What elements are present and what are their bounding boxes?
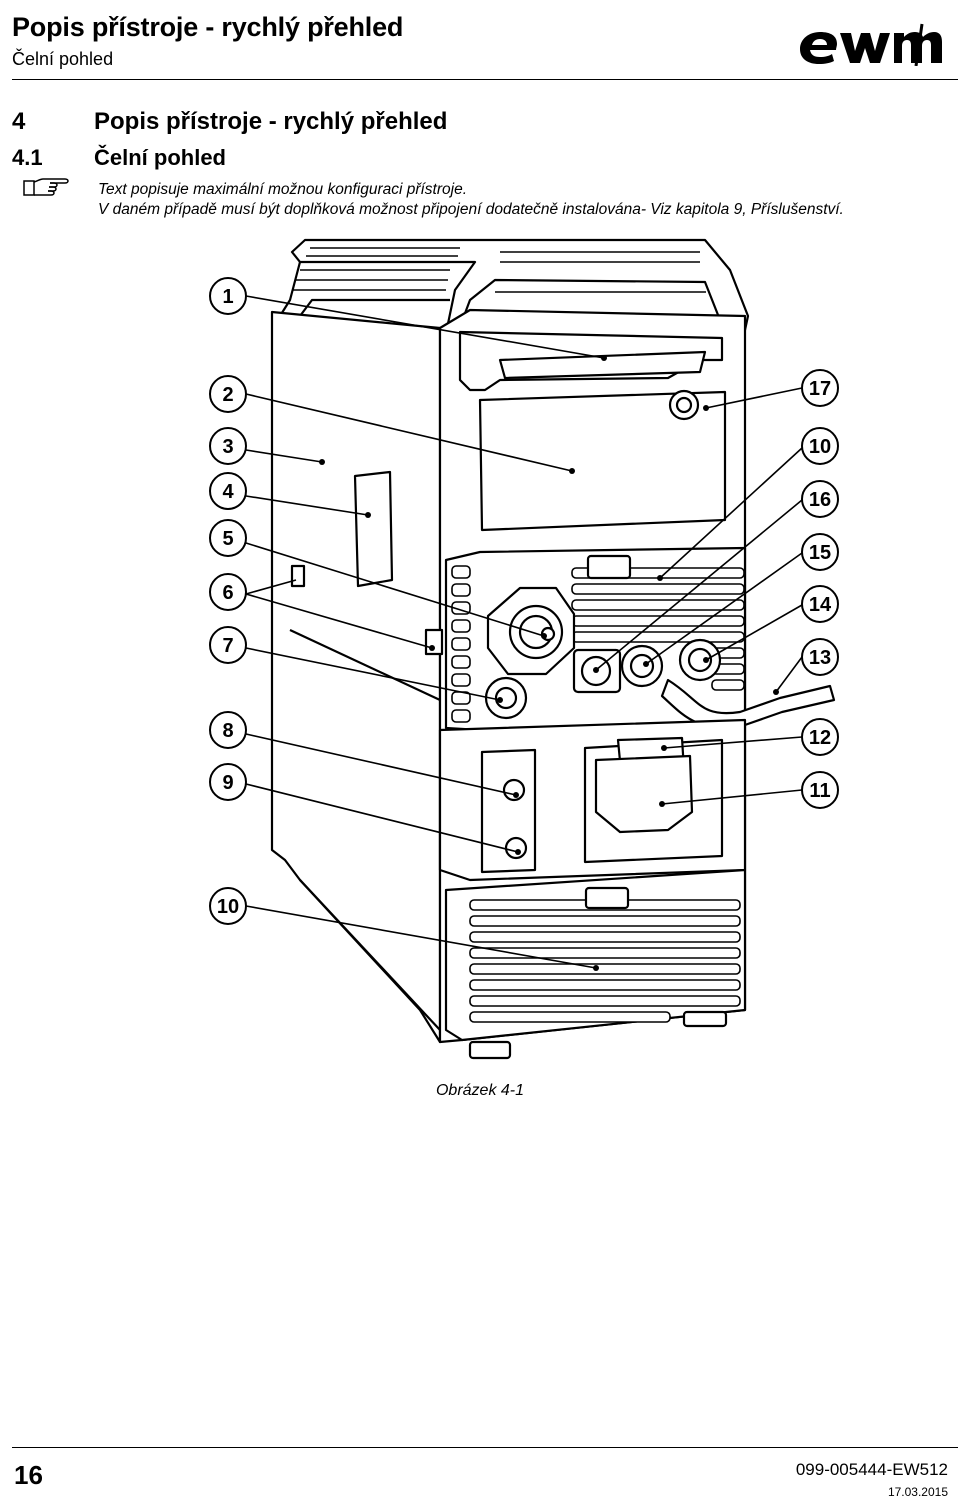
callout-label: 4 [222, 481, 234, 503]
callout-label: 16 [809, 489, 831, 511]
callout-label: 10 [217, 896, 239, 918]
callout-10-right-circle [801, 427, 839, 465]
header-divider [12, 79, 958, 80]
callout-5-circle [209, 519, 247, 557]
note-line-1: Text popisuje maximální možnou konfigura… [98, 181, 468, 198]
callout-12-circle [801, 718, 839, 756]
ewm-logo: ewm [796, 23, 942, 74]
document-date: 17.03.2015 [887, 1485, 948, 1499]
callout-1-circle [209, 277, 247, 315]
document-id: 099-005444-EW512 [795, 1460, 948, 1479]
callout-label: 13 [809, 647, 831, 669]
page-header-subtitle: Čelní pohled [12, 49, 114, 69]
page-header-title: Popis přístroje - rychlý přehled [12, 12, 404, 42]
figure-caption: Obrázek 4-1 [435, 1082, 525, 1099]
callout-16-circle [801, 480, 839, 518]
callout-label: 8 [222, 720, 233, 742]
callout-6-circle [209, 573, 247, 611]
callout-label: 3 [222, 436, 233, 458]
callout-14-circle [801, 585, 839, 623]
callout-label: 6 [222, 582, 233, 604]
callout-label: 9 [222, 772, 233, 794]
footer-divider [12, 1447, 958, 1448]
callout-4-circle [209, 472, 247, 510]
callout-label: 17 [809, 378, 831, 400]
callout-label: 5 [222, 528, 233, 550]
page-number: 16 [14, 1460, 43, 1490]
callout-15-circle [801, 533, 839, 571]
right-callouts [801, 369, 839, 809]
callout-label: 12 [809, 727, 831, 749]
callout-11-circle [801, 771, 839, 809]
device-front-view-drawing: 1 2 3 4 5 6 7 8 9 10 17 10 16 15 14 13 1… [209, 238, 839, 1060]
carry-handle [290, 238, 750, 342]
callout-2-circle [209, 375, 247, 413]
section-number: 4 [12, 108, 26, 135]
callout-3-circle [209, 427, 247, 465]
subsection-title: Čelní pohled [94, 145, 226, 170]
callout-10-left-circle [209, 887, 247, 925]
callout-17-circle [801, 369, 839, 407]
note-line-2: V daném případě musí být doplňková možno… [98, 201, 844, 218]
callout-label: 10 [809, 436, 831, 458]
side-panel [270, 310, 442, 1044]
callout-label: 15 [809, 542, 831, 564]
subsection-number: 4.1 [12, 145, 43, 170]
callout-8-circle [209, 711, 247, 749]
callout-label: 11 [809, 780, 830, 802]
callout-7-circle [209, 626, 247, 664]
callout-13-circle [801, 638, 839, 676]
callout-9-circle [209, 763, 247, 801]
section-title: Popis přístroje - rychlý přehled [94, 108, 448, 135]
callout-label: 14 [809, 594, 832, 616]
callout-label: 1 [222, 286, 233, 308]
callout-label: 2 [222, 384, 233, 406]
left-callouts [209, 277, 247, 925]
pointing-hand-icon [23, 178, 69, 196]
callout-label: 7 [222, 635, 233, 657]
